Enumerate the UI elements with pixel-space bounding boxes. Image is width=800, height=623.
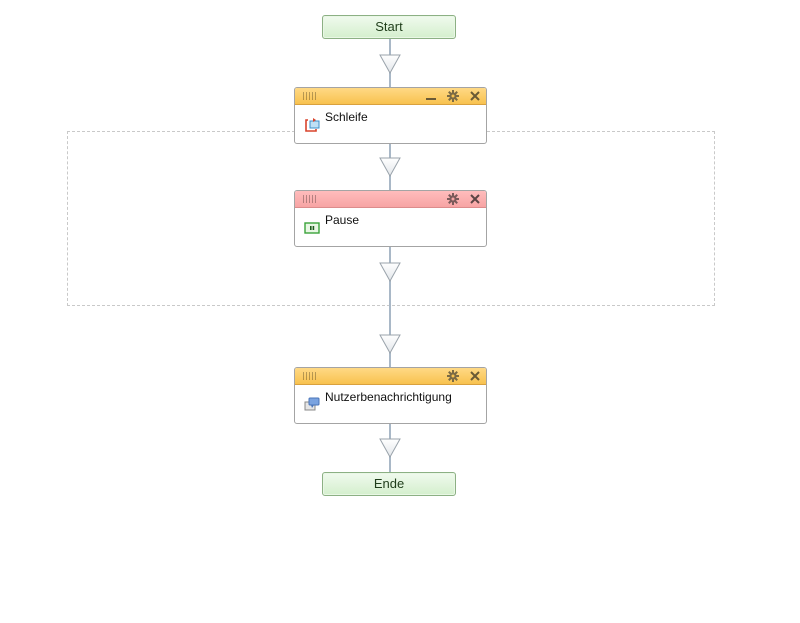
close-icon[interactable] — [468, 369, 482, 383]
gear-icon[interactable] — [446, 192, 460, 206]
start-node: Start — [322, 15, 456, 39]
block-nutzerbenachrichtigung[interactable]: Nutzerbenachrichtigung — [294, 367, 487, 424]
block-label: Pause — [325, 213, 360, 227]
loop-icon — [305, 118, 320, 132]
close-icon[interactable] — [468, 89, 482, 103]
insert-step-arrow[interactable] — [379, 334, 401, 354]
drag-grip-icon[interactable] — [303, 92, 317, 100]
block-header[interactable] — [295, 88, 486, 105]
drag-grip-icon[interactable] — [303, 372, 317, 380]
block-label: Nutzerbenachrichtigung — [325, 390, 452, 404]
block-label: Schleife — [325, 110, 368, 124]
insert-step-arrow[interactable] — [379, 438, 401, 458]
gear-icon[interactable] — [446, 369, 460, 383]
block-body: Schleife — [295, 105, 486, 143]
pause-icon — [304, 222, 320, 234]
block-body: Nutzerbenachrichtigung — [295, 385, 486, 423]
minimize-icon[interactable] — [424, 89, 438, 103]
block-header[interactable] — [295, 368, 486, 385]
insert-step-arrow[interactable] — [379, 262, 401, 282]
gear-icon[interactable] — [446, 89, 460, 103]
insert-step-arrow[interactable] — [379, 157, 401, 177]
notification-icon — [304, 397, 320, 411]
end-node: Ende — [322, 472, 456, 496]
connector — [389, 246, 391, 368]
drag-grip-icon[interactable] — [303, 195, 317, 203]
close-icon[interactable] — [468, 192, 482, 206]
insert-step-arrow[interactable] — [379, 54, 401, 74]
block-header[interactable] — [295, 191, 486, 208]
block-body: Pause — [295, 208, 486, 246]
block-schleife[interactable]: Schleife — [294, 87, 487, 144]
block-pause[interactable]: Pause — [294, 190, 487, 247]
